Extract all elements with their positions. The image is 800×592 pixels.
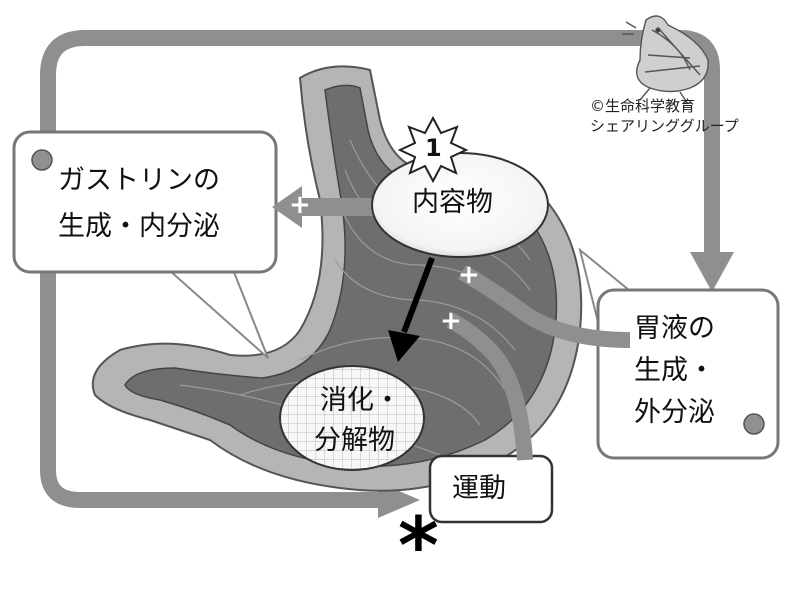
gastric-juice-label-line-2: 生成・ bbox=[634, 355, 715, 386]
credit-line-2: シェアリンググループ bbox=[590, 117, 739, 135]
plus-sign-gastric-juice: + bbox=[458, 260, 480, 290]
feedback-loop-pipe bbox=[40, 30, 734, 518]
gastric-regulation-diagram bbox=[12, 15, 780, 524]
digested-label-line-1: 消化・ bbox=[320, 385, 401, 416]
credit-line-1: ©生命科学教育 bbox=[590, 97, 696, 115]
contents-to-gastrin-arrow bbox=[272, 186, 380, 228]
gastric-juice-box-dot bbox=[743, 413, 765, 435]
plus-sign-motility: + bbox=[440, 306, 462, 336]
gastric-juice-label-line-1: 胃液の bbox=[634, 313, 715, 344]
gastric-juice-label-line-3: 外分泌 bbox=[634, 397, 715, 428]
gastric-juice-to-contents-pipe bbox=[458, 265, 631, 348]
asterisk-mark: * bbox=[398, 502, 439, 592]
contents-label: 内容物 bbox=[412, 187, 493, 218]
gastrin-box bbox=[12, 130, 278, 274]
gastrin-label-line-2: 生成・内分泌 bbox=[58, 211, 220, 242]
starburst-marker bbox=[397, 115, 469, 184]
digested-products-oval bbox=[279, 365, 425, 471]
motility-label: 運動 bbox=[452, 473, 506, 504]
plus-sign-gastrin: + bbox=[289, 190, 311, 220]
step-number: 1 bbox=[425, 134, 442, 162]
motility-to-contents-pipe bbox=[446, 312, 533, 461]
mascot-logo bbox=[622, 15, 709, 105]
arrow-into-gastric-juice-box bbox=[690, 252, 734, 292]
gastric-juice-box bbox=[596, 288, 780, 460]
motility-box bbox=[428, 454, 554, 524]
gastrin-label-line-1: ガストリンの bbox=[58, 165, 220, 196]
digestion-arrow bbox=[388, 256, 435, 362]
gastrin-box-dot bbox=[31, 149, 53, 171]
digested-label-line-2: 分解物 bbox=[314, 425, 395, 456]
